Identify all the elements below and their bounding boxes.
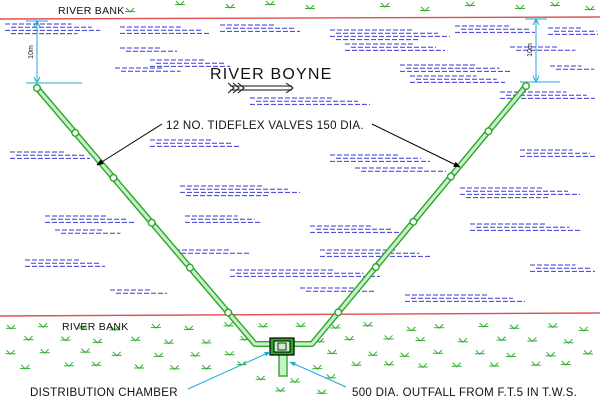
river-bank-top-label: RIVER BANK <box>58 5 125 17</box>
river-name-label: RIVER BOYNE <box>210 66 333 83</box>
river-water-hatching <box>5 23 598 302</box>
right-dimension-label: 10m <box>527 43 534 57</box>
valves-leader-left <box>96 123 163 166</box>
left-dimension-label: 10m <box>28 45 35 59</box>
top-river-bank-line <box>0 16 600 20</box>
distribution-chamber <box>269 337 295 356</box>
chamber-leader <box>187 351 271 390</box>
tideflex-valve <box>409 217 418 226</box>
outfall-leader <box>289 361 347 388</box>
tideflex-valve <box>446 172 455 181</box>
river-bank-bottom-label: RIVER BANK <box>62 321 129 333</box>
tideflex-valve <box>147 218 156 227</box>
chamber-label: DISTRIBUTION CHAMBER <box>30 387 178 399</box>
outfall-label: 500 DIA. OUTFALL FROM F.T.5 IN T.W.S. <box>352 387 577 399</box>
tideflex-valve <box>109 173 118 182</box>
upper-bank-vegetation <box>125 0 595 13</box>
tideflex-valve <box>33 83 42 92</box>
tideflex-valve <box>484 127 493 136</box>
tideflex-valve <box>224 308 233 317</box>
left-dimension-marker: 10m <box>26 19 82 85</box>
tideflex-valve <box>522 81 531 90</box>
tideflex-valve <box>185 263 194 272</box>
bottom-river-bank-line <box>0 312 600 317</box>
right-dimension-marker: 10m <box>520 17 560 84</box>
valves-leader-right <box>371 123 461 168</box>
lower-bank-vegetation <box>5 321 593 395</box>
tideflex-valve <box>334 308 343 317</box>
tideflex-valve <box>371 263 380 272</box>
outfall-pipe <box>278 353 288 377</box>
tideflex-valves <box>33 81 531 317</box>
flow-direction-arrows <box>227 82 294 94</box>
tideflex-valve <box>71 128 80 137</box>
valves-label: 12 NO. TIDEFLEX VALVES 150 DIA. <box>166 120 364 132</box>
